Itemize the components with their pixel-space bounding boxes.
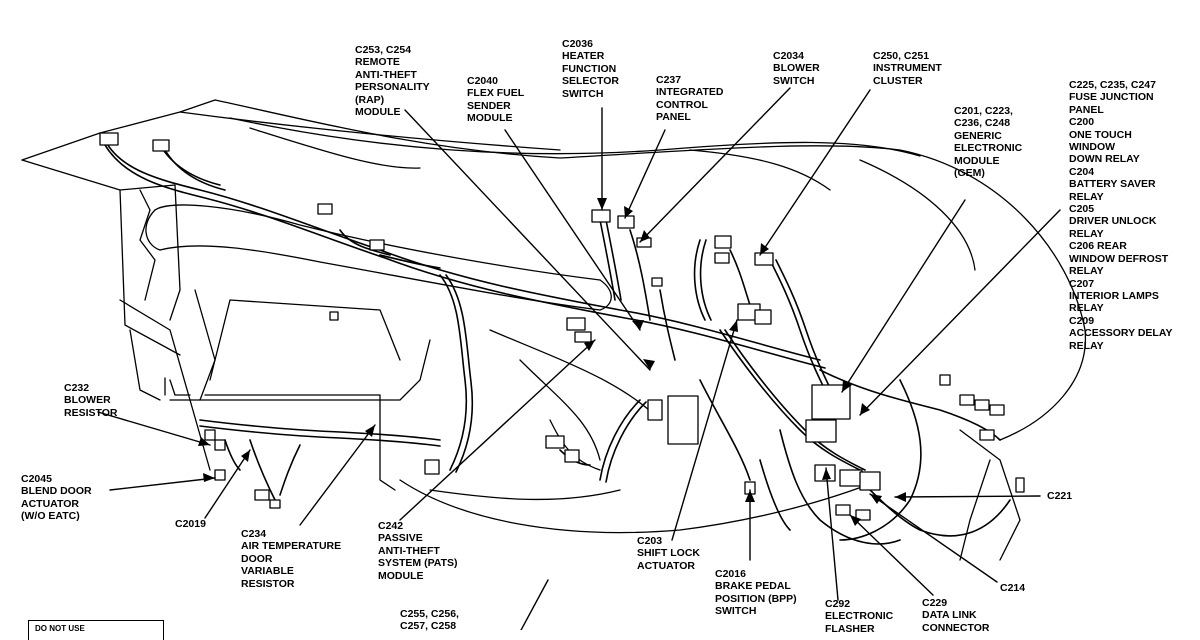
connectors: [100, 133, 1024, 520]
callout-data-link-connector: C229 DATA LINK CONNECTOR: [922, 597, 990, 634]
dashboard-outline: [22, 100, 1085, 560]
steering-column-tube: [120, 185, 611, 320]
callout-fuse-junction-panel: C225, C235, C247 FUSE JUNCTION PANEL C20…: [1069, 79, 1173, 352]
callout-gem-module: C201, C223, C236, C248 GENERIC ELECTRONI…: [954, 105, 1023, 180]
callout-instrument-cluster: C250, C251 INSTRUMENT CLUSTER: [873, 50, 942, 87]
callout-c221: C221: [1047, 490, 1073, 502]
callout-c255-group: C255, C256, C257, C258: [400, 608, 459, 633]
callout-rap-module: C253, C254 REMOTE ANTI-THEFT PERSONALITY…: [355, 44, 430, 119]
callout-c2019: C2019: [175, 518, 206, 530]
callout-integrated-control-panel: C237 INTEGRATED CONTROL PANEL: [656, 74, 724, 124]
callout-blower-resistor: C232 BLOWER RESISTOR: [64, 382, 118, 419]
callout-brake-pedal-switch: C2016 BRAKE PEDAL POSITION (BPP) SWITCH: [715, 568, 797, 618]
wiring-harness: [105, 140, 1010, 544]
callout-blend-door-actuator: C2045 BLEND DOOR ACTUATOR (W/O EATC): [21, 473, 92, 523]
callout-blower-switch: C2034 BLOWER SWITCH: [773, 50, 820, 87]
callout-air-temp-door-resistor: C234 AIR TEMPERATURE DOOR VARIABLE RESIS…: [241, 528, 342, 590]
callout-flex-fuel-sender: C2040 FLEX FUEL SENDER MODULE: [467, 75, 525, 125]
callout-pats-module: C242 PASSIVE ANTI-THEFT SYSTEM (PATS) MO…: [378, 520, 458, 582]
arrowheads: [198, 198, 906, 526]
leader-lines: [98, 88, 1060, 630]
callout-c214: C214: [1000, 582, 1026, 594]
callout-heater-function-switch: C2036 HEATER FUNCTION SELECTOR SWITCH: [562, 38, 619, 100]
callout-shift-lock-actuator: C203 SHIFT LOCK ACTUATOR: [637, 535, 700, 572]
do-not-use-note: DO NOT USE: [28, 620, 164, 640]
